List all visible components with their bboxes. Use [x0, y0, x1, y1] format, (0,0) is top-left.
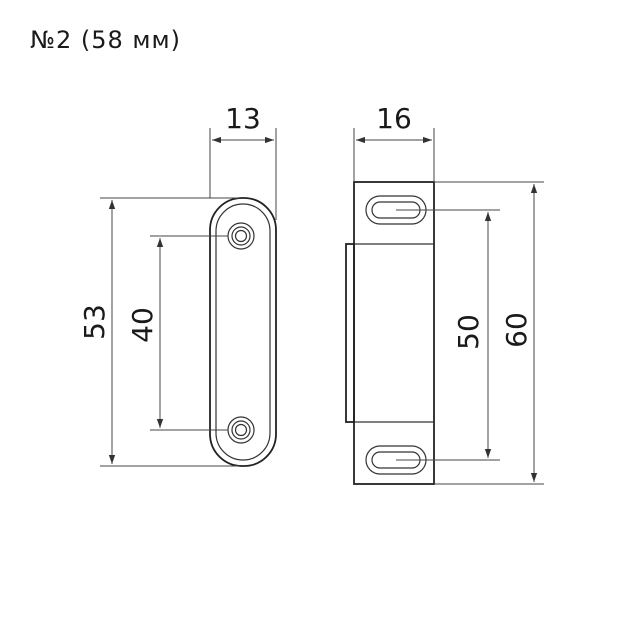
dimension-plate-width: 13: [209, 102, 277, 220]
plate-bevel: [215, 203, 271, 461]
dimension-plate-hole-spacing: 40: [126, 235, 228, 431]
dimension-plate-height: 53: [78, 197, 240, 467]
counter-plate: [209, 197, 277, 467]
body-magnet-protrusion: [345, 243, 355, 423]
label-body-width: 16: [376, 102, 412, 135]
dimension-body-width: 16: [353, 102, 435, 182]
label-plate-width: 13: [225, 102, 261, 135]
plate-outline: [209, 197, 277, 467]
label-body-hole-spacing: 50: [452, 314, 485, 350]
plate-hole-top: [227, 222, 255, 250]
dimension-body-hole-spacing: 50: [396, 209, 500, 461]
label-body-height: 60: [500, 312, 533, 348]
body-outline: [353, 181, 435, 485]
label-plate-height: 53: [78, 304, 111, 340]
plate-hole-bottom: [227, 416, 255, 444]
magnet-body: [345, 181, 435, 485]
label-plate-hole-spacing: 40: [126, 307, 159, 343]
page-title: №2 (58 мм): [30, 26, 181, 54]
dimension-body-height: 60: [434, 181, 544, 485]
